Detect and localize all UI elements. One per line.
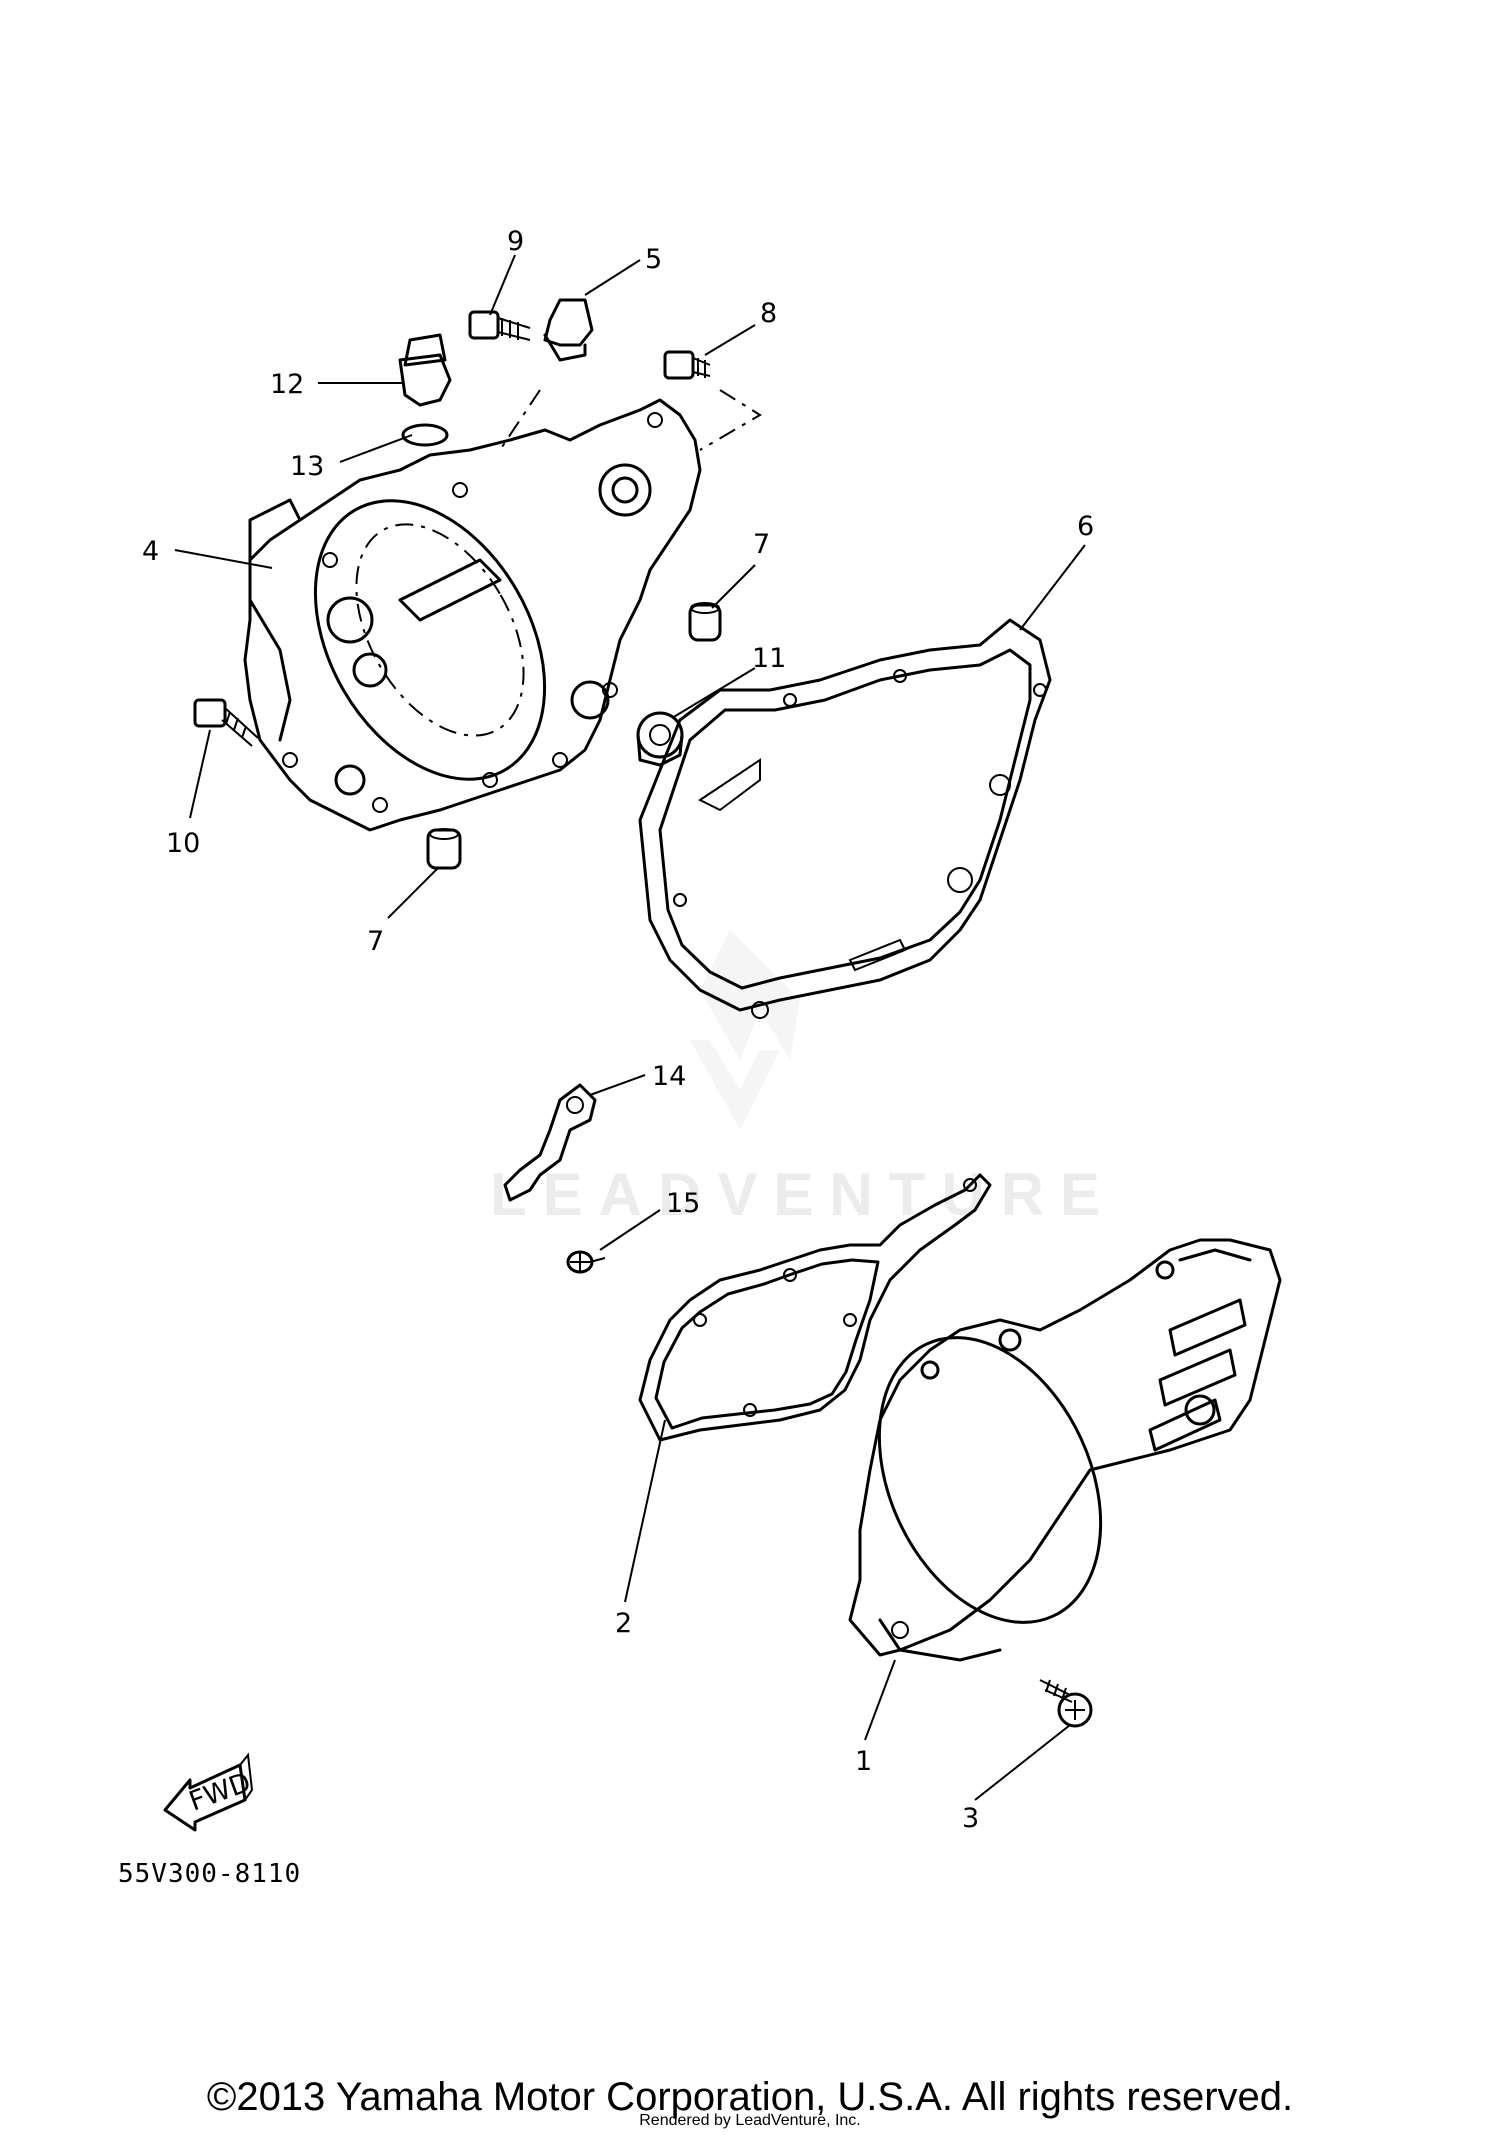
dashdot-line-1 <box>499 389 541 451</box>
bolt-9 <box>468 310 531 341</box>
callout-9: 9 <box>507 226 524 257</box>
bolt-8 <box>663 350 711 380</box>
callout-6: 6 <box>1077 511 1094 542</box>
callout-11: 11 <box>752 643 786 674</box>
callout-7-upper: 7 <box>753 529 770 560</box>
callout-5: 5 <box>645 244 662 275</box>
dowel-pin-7-upper <box>688 602 722 642</box>
callout-3: 3 <box>962 1803 979 1834</box>
gasket-2 <box>638 1173 992 1442</box>
callout-12: 12 <box>270 369 304 400</box>
callout-15: 15 <box>666 1188 700 1219</box>
callout-10: 10 <box>166 828 200 859</box>
washer-13 <box>401 423 449 447</box>
bolt-10 <box>193 698 259 747</box>
bracket-14 <box>503 1083 597 1202</box>
crankcase-cover-1 <box>848 1238 1282 1662</box>
fwd-arrow <box>163 1752 254 1832</box>
callout-4: 4 <box>142 536 159 567</box>
oil-seal-11 <box>636 711 684 767</box>
callout-14: 14 <box>652 1061 686 1092</box>
callout-2: 2 <box>615 1608 632 1639</box>
callout-1: 1 <box>855 1746 872 1777</box>
watermark-text: LEADVENTURE <box>490 1161 1116 1228</box>
copyright-notice: ©2013 Yamaha Motor Corporation, U.S.A. A… <box>206 2075 1294 2119</box>
bolt-3 <box>1039 1679 1093 1728</box>
callout-13: 13 <box>290 451 324 482</box>
dowel-pin-7-lower <box>426 828 462 870</box>
oil-plug-12 <box>398 333 452 407</box>
diagram-code: 55V300-8110 <box>118 1859 301 1889</box>
dashdot-line-2 <box>699 389 762 451</box>
leader-lines <box>174 254 1086 1801</box>
callout-7-lower: 7 <box>367 926 384 957</box>
gasket-6 <box>638 618 1052 1019</box>
bracket-5 <box>543 298 594 362</box>
callout-8: 8 <box>760 298 777 329</box>
crankcase-cover-4 <box>243 398 702 832</box>
watermark-logo <box>690 930 800 1130</box>
screw-15 <box>566 1250 606 1274</box>
rendered-by-note: Rendered by LeadVenture, Inc. <box>639 2112 861 2129</box>
